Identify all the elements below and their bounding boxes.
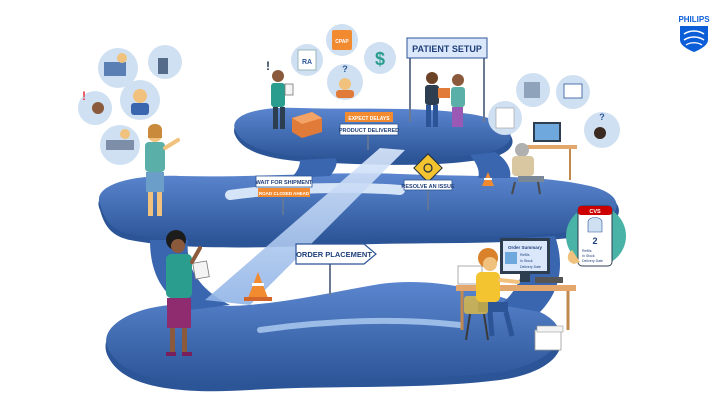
- box-handoff: [425, 72, 465, 127]
- monitor-row-delivery: Delivery Date: [520, 265, 541, 269]
- monitor-row-refills: Refills: [520, 253, 530, 257]
- traffic-cone-center: [244, 272, 272, 301]
- phone-big-value: 2: [592, 236, 597, 246]
- monitor-row-in-stock: In Stock: [520, 259, 533, 263]
- product-delivered-label: PRODUCT DELIVERED: [339, 128, 399, 134]
- phone-row-refills: Refills: [582, 249, 592, 253]
- delay-signs: EXPECT DELAYS PRODUCT DELIVERED: [339, 112, 399, 150]
- resolve-issue-label: RESOLVE AN ISSUE: [401, 184, 455, 190]
- question-mark-top: ?: [342, 64, 348, 74]
- dollar-icon: $: [375, 49, 385, 69]
- right-bubbles: ?: [488, 73, 620, 148]
- phone-row-in-stock: In Stock: [582, 254, 595, 258]
- left-bubbles: !: [78, 45, 182, 165]
- svg-text:!: !: [82, 89, 86, 103]
- ra-document-label: RA: [302, 59, 312, 66]
- man-with-clipboard: !: [266, 59, 322, 138]
- question-mark-right: ?: [599, 112, 605, 122]
- phone-bubble: CVS 2 Refills In Stock Delivery Date: [566, 205, 626, 267]
- resolve-issue-sign: RESOLVE AN ISSUE: [401, 153, 455, 210]
- svg-text:!: !: [266, 59, 270, 73]
- philips-logo: PHILIPS: [678, 15, 710, 52]
- phone-brand: CVS: [589, 209, 601, 215]
- phone-row-delivery: Delivery Date: [582, 259, 603, 263]
- traffic-cone-right: [482, 172, 494, 186]
- road-closed-label: ROAD CLOSED AHEAD: [259, 191, 310, 196]
- wait-shipment-label: WAIT FOR SHIPMENT: [256, 180, 313, 186]
- woman-at-computer: Order Summary Refills In Stock Delivery …: [456, 238, 576, 351]
- expect-delays-label: EXPECT DELAYS: [348, 116, 390, 122]
- top-bubbles: RA CPAP $ ?: [291, 24, 396, 100]
- order-placement-label: ORDER PLACEMENT: [296, 250, 372, 259]
- brand-name: PHILIPS: [678, 15, 710, 24]
- cpap-box-label: CPAP: [335, 39, 349, 45]
- monitor-title: Order Summary: [508, 245, 543, 250]
- woman-with-clipboard: [166, 230, 210, 356]
- man-at-computer: [511, 122, 577, 195]
- patient-setup-sign: PATIENT SETUP: [406, 37, 488, 122]
- order-placement-sign: ORDER PLACEMENT: [295, 243, 377, 295]
- wait-signs: WAIT FOR SHIPMENT ROAD CLOSED AHEAD: [256, 175, 313, 215]
- patient-setup-label: PATIENT SETUP: [412, 44, 482, 54]
- woman-with-watch: [145, 124, 180, 216]
- winding-road: [98, 107, 619, 392]
